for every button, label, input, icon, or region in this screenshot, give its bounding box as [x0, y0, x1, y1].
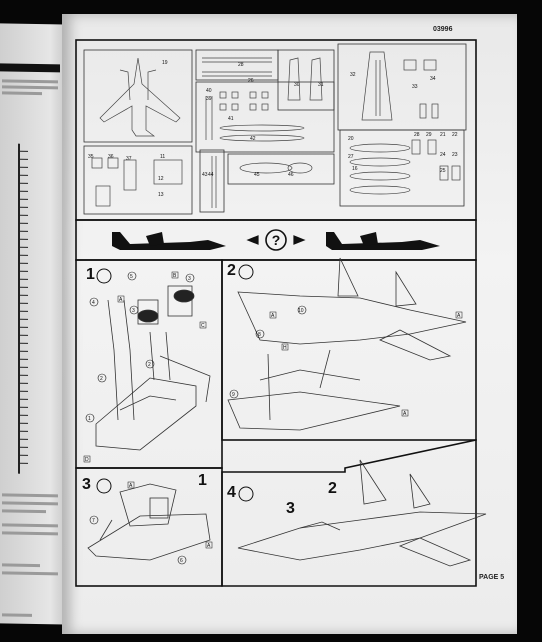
- step4-panel-frame: [221, 439, 477, 587]
- svg-text:32: 32: [350, 72, 356, 78]
- svg-text:46: 46: [288, 172, 294, 178]
- svg-text:10: 10: [298, 308, 304, 314]
- svg-text:A: A: [119, 297, 123, 303]
- svg-text:A: A: [207, 543, 211, 549]
- svg-text:23: 23: [452, 152, 458, 158]
- svg-text:29: 29: [426, 132, 432, 138]
- svg-text:20: 20: [348, 136, 354, 142]
- svg-text:A: A: [457, 313, 461, 319]
- svg-text:3: 3: [132, 308, 135, 314]
- step4-icon: [238, 486, 254, 502]
- svg-text:26: 26: [248, 78, 254, 84]
- step4-callout-2: 2: [328, 480, 337, 497]
- svg-text:22: 22: [452, 132, 458, 138]
- svg-text:24: 24: [440, 152, 446, 158]
- svg-text:21: 21: [440, 132, 446, 138]
- svg-text:1: 1: [88, 416, 91, 422]
- step1-icon: [96, 268, 112, 284]
- step3-callout-1: 1: [198, 472, 207, 489]
- svg-text:9: 9: [232, 392, 235, 398]
- svg-text:28: 28: [238, 62, 244, 68]
- svg-text:16: 16: [352, 166, 358, 172]
- svg-text:4: 4: [92, 300, 95, 306]
- step2-drawing: [227, 257, 467, 431]
- svg-text:19: 19: [162, 60, 168, 66]
- step2-panel-frame: [221, 259, 477, 441]
- svg-text:5: 5: [130, 274, 133, 280]
- svg-text:35: 35: [88, 154, 94, 160]
- svg-text:A: A: [129, 483, 133, 489]
- svg-text:2: 2: [100, 376, 103, 382]
- step2-number: 2: [227, 262, 236, 279]
- step2-icon: [238, 264, 254, 280]
- step3-number: 3: [82, 476, 91, 493]
- svg-text:7: 7: [92, 518, 95, 524]
- svg-text:11: 11: [160, 154, 165, 160]
- svg-text:34: 34: [430, 76, 436, 82]
- svg-text:2: 2: [148, 362, 151, 368]
- step3-icon: [96, 478, 112, 494]
- svg-text:D: D: [85, 457, 89, 463]
- svg-text:27: 27: [348, 154, 354, 160]
- svg-text:31: 31: [318, 82, 324, 88]
- svg-text:H: H: [283, 345, 287, 351]
- step3-drawing: [87, 483, 211, 561]
- svg-text:8: 8: [258, 332, 261, 338]
- part-number: 03996: [433, 26, 453, 33]
- svg-text:30: 30: [294, 82, 300, 88]
- svg-text:3: 3: [188, 276, 191, 282]
- svg-text:13: 13: [158, 192, 164, 198]
- svg-text:C: C: [201, 323, 205, 329]
- aircraft-silhouettes: [112, 232, 440, 250]
- page-label: PAGE 5: [479, 574, 505, 581]
- svg-text:28: 28: [414, 132, 420, 138]
- svg-text:A: A: [403, 411, 407, 417]
- svg-text:41: 41: [228, 116, 234, 122]
- step4-callout-3: 3: [286, 500, 295, 517]
- svg-text:37: 37: [126, 156, 132, 162]
- svg-text:39: 39: [206, 96, 212, 102]
- step4-drawing: [237, 459, 487, 567]
- step1-drawing: [95, 285, 211, 451]
- svg-text:45: 45: [254, 172, 260, 178]
- svg-text:12: 12: [158, 176, 164, 182]
- svg-text:33: 33: [412, 84, 418, 90]
- step1-number: 1: [86, 266, 95, 283]
- svg-text:43: 43: [202, 172, 208, 178]
- svg-text:42: 42: [250, 136, 256, 142]
- step4-number: 4: [227, 484, 236, 501]
- svg-text:44: 44: [208, 172, 214, 178]
- svg-text:B: B: [173, 273, 177, 279]
- svg-text:A: A: [271, 313, 275, 319]
- compare-question-mark: ?: [272, 232, 281, 248]
- svg-text:40: 40: [206, 88, 212, 94]
- svg-text:36: 36: [108, 154, 114, 160]
- svg-text:25: 25: [440, 168, 446, 174]
- svg-text:6: 6: [180, 558, 183, 564]
